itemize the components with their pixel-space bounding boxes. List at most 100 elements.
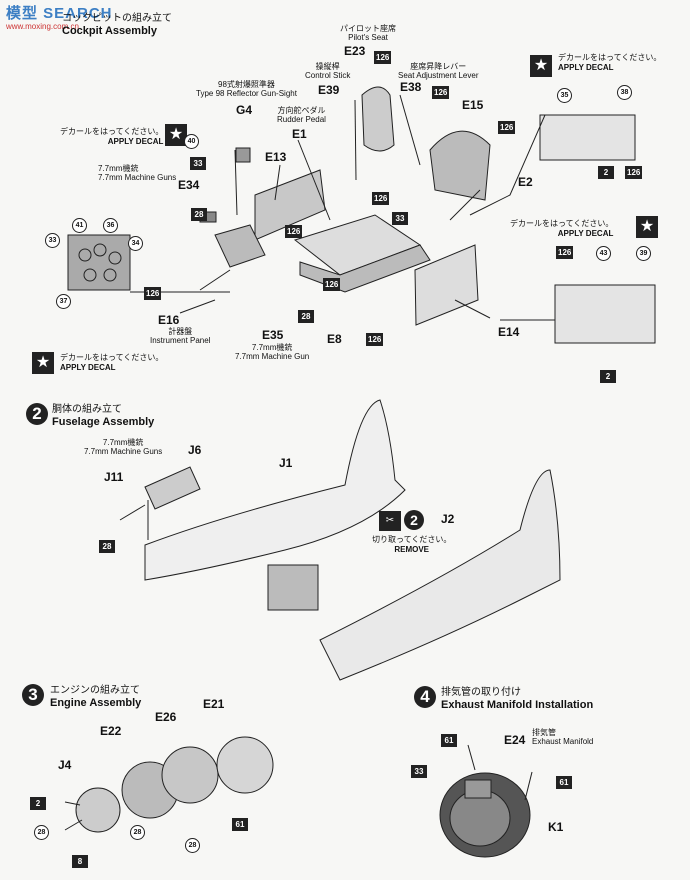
e39-desc-jp: 操縦桿 bbox=[315, 62, 340, 71]
decal-note-right-top: デカールをはってください。 APPLY DECAL bbox=[558, 53, 661, 73]
ref-28: 28 bbox=[191, 208, 207, 221]
part-e34: E34 bbox=[178, 178, 200, 192]
step3-number: 3 bbox=[22, 684, 44, 706]
part-j2: J2 bbox=[441, 512, 455, 526]
ref-126: 126 bbox=[556, 246, 574, 259]
part-e1: E1 bbox=[292, 127, 307, 141]
part-e24: E24 bbox=[504, 733, 526, 747]
step1-title-jp: コックピットの組み立て bbox=[62, 13, 172, 24]
ref-126: 126 bbox=[625, 166, 643, 179]
fuselage-left-half bbox=[144, 399, 406, 581]
part-j4: J4 bbox=[58, 758, 72, 772]
ref-126: 126 bbox=[372, 192, 390, 205]
decal-note-bottom-left: デカールをはってください。 APPLY DECAL bbox=[60, 353, 163, 373]
g4-desc: 98式射爆照準器 Type 98 Reflector Gun-Sight bbox=[196, 80, 297, 98]
decal-note-en: APPLY DECAL bbox=[558, 63, 614, 72]
e16-desc-en: Instrument Panel bbox=[150, 336, 211, 345]
e23-desc: パイロット座席 Pilot's Seat bbox=[340, 24, 396, 42]
ref-28: 28 bbox=[298, 310, 314, 323]
step2-title-jp: 胴体の組み立て bbox=[52, 404, 122, 415]
e38-desc: 座席昇降レバー Seat Adjustment Lever bbox=[398, 62, 479, 80]
decal-detail-lower bbox=[554, 284, 656, 344]
e34-desc-jp: 7.7mm機銃 bbox=[98, 164, 139, 173]
fuselage-right-half bbox=[319, 469, 561, 681]
decal-star-icon: ★ bbox=[32, 352, 54, 374]
decal-note-en: APPLY DECAL bbox=[60, 363, 116, 372]
part-j11: J11 bbox=[104, 470, 124, 484]
part-e35: E35 bbox=[262, 328, 284, 342]
part-e13: E13 bbox=[265, 150, 287, 164]
part-k1: K1 bbox=[548, 820, 564, 834]
part-e21: E21 bbox=[203, 697, 225, 711]
ref-126: 126 bbox=[498, 121, 516, 134]
decal-note-right-mid: デカールをはってください。 APPLY DECAL bbox=[510, 219, 613, 239]
ref-34: 34 bbox=[128, 236, 143, 251]
ref-28-circle: 28 bbox=[34, 825, 49, 840]
ref-126: 126 bbox=[374, 51, 392, 64]
step4-heading: 排気管の取り付け Exhaust Manifold Installation bbox=[441, 686, 593, 712]
decal-star-icon: ★ bbox=[165, 124, 187, 146]
ref-41: 41 bbox=[72, 218, 87, 233]
part-e2: E2 bbox=[518, 175, 533, 189]
part-e22: E22 bbox=[100, 724, 122, 738]
part-g4: G4 bbox=[236, 103, 253, 117]
step3-title-jp: エンジンの組み立て bbox=[50, 685, 140, 696]
ref-2: 2 bbox=[598, 166, 614, 179]
ref-28-circle: 28 bbox=[185, 838, 200, 853]
part-e15: E15 bbox=[462, 98, 484, 112]
decal-note-jp: デカールをはってください。 bbox=[510, 219, 614, 228]
ref-38: 38 bbox=[617, 85, 632, 100]
e38-desc-en: Seat Adjustment Lever bbox=[398, 71, 479, 80]
step2-title-en: Fuselage Assembly bbox=[52, 416, 155, 428]
e38-desc-jp: 座席昇降レバー bbox=[410, 62, 467, 71]
decal-note-jp: デカールをはってください。 bbox=[60, 127, 164, 136]
ref-40: 40 bbox=[184, 134, 199, 149]
gun-cover bbox=[144, 466, 201, 510]
bulkhead bbox=[429, 130, 491, 201]
e39-desc: 操縦桿 Control Stick bbox=[305, 62, 350, 80]
side-panel-left bbox=[254, 169, 326, 241]
ref-126: 126 bbox=[144, 287, 162, 300]
ref-35: 35 bbox=[557, 88, 572, 103]
part-j6: J6 bbox=[188, 443, 202, 457]
ref-61: 61 bbox=[556, 776, 572, 789]
exhaust-pipe bbox=[464, 779, 492, 799]
e23-desc-jp: パイロット座席 bbox=[340, 24, 396, 33]
ref-28-circle: 28 bbox=[130, 825, 145, 840]
step4-number: 4 bbox=[414, 686, 436, 708]
step4-title-en: Exhaust Manifold Installation bbox=[441, 699, 594, 711]
engine-mount bbox=[267, 564, 319, 611]
cut-tool-icon: ✂ bbox=[379, 511, 401, 531]
ref-2: 2 bbox=[30, 797, 46, 810]
decal-note-en: APPLY DECAL bbox=[107, 137, 164, 146]
ref-126: 126 bbox=[432, 86, 450, 99]
step1-heading: コックピットの組み立て Cockpit Assembly bbox=[62, 12, 172, 38]
ref-8: 8 bbox=[72, 855, 88, 868]
ref-126: 126 bbox=[366, 333, 384, 346]
step3-title-en: Engine Assembly bbox=[50, 697, 142, 709]
part-e39: E39 bbox=[318, 83, 340, 97]
e24-desc-jp: 排気管 bbox=[532, 728, 556, 737]
e24-desc: 排気管 Exhaust Manifold bbox=[532, 728, 593, 746]
engine-front-row bbox=[161, 746, 219, 804]
side-panel-right bbox=[414, 244, 479, 326]
part-e14: E14 bbox=[498, 325, 520, 339]
j6-desc: 7.7mm機銃 7.7mm Machine Guns bbox=[84, 438, 162, 456]
e23-desc-en: Pilot's Seat bbox=[348, 33, 388, 42]
part-e26: E26 bbox=[155, 710, 177, 724]
ref-126: 126 bbox=[285, 225, 303, 238]
remove-step-number: 2 bbox=[404, 510, 424, 530]
step1-title-en: Cockpit Assembly bbox=[62, 25, 157, 37]
remove-note-jp: 切り取ってください。 bbox=[372, 535, 452, 544]
e34-desc-en: 7.7mm Machine Guns bbox=[98, 173, 177, 182]
ref-33: 33 bbox=[411, 765, 427, 778]
step2-number: 2 bbox=[26, 403, 48, 425]
decal-star-icon: ★ bbox=[530, 55, 552, 77]
e1-desc: 方向舵ペダル Rudder Pedal bbox=[277, 106, 326, 124]
decal-note-en: APPLY DECAL bbox=[557, 229, 614, 238]
engine-crankcase bbox=[216, 736, 274, 794]
watermark: 模型 SEARCH www.moxing.com.cn bbox=[0, 0, 140, 34]
ref-33: 33 bbox=[190, 157, 206, 170]
decal-detail-upper bbox=[539, 114, 636, 161]
ref-33-circle: 33 bbox=[45, 233, 60, 248]
